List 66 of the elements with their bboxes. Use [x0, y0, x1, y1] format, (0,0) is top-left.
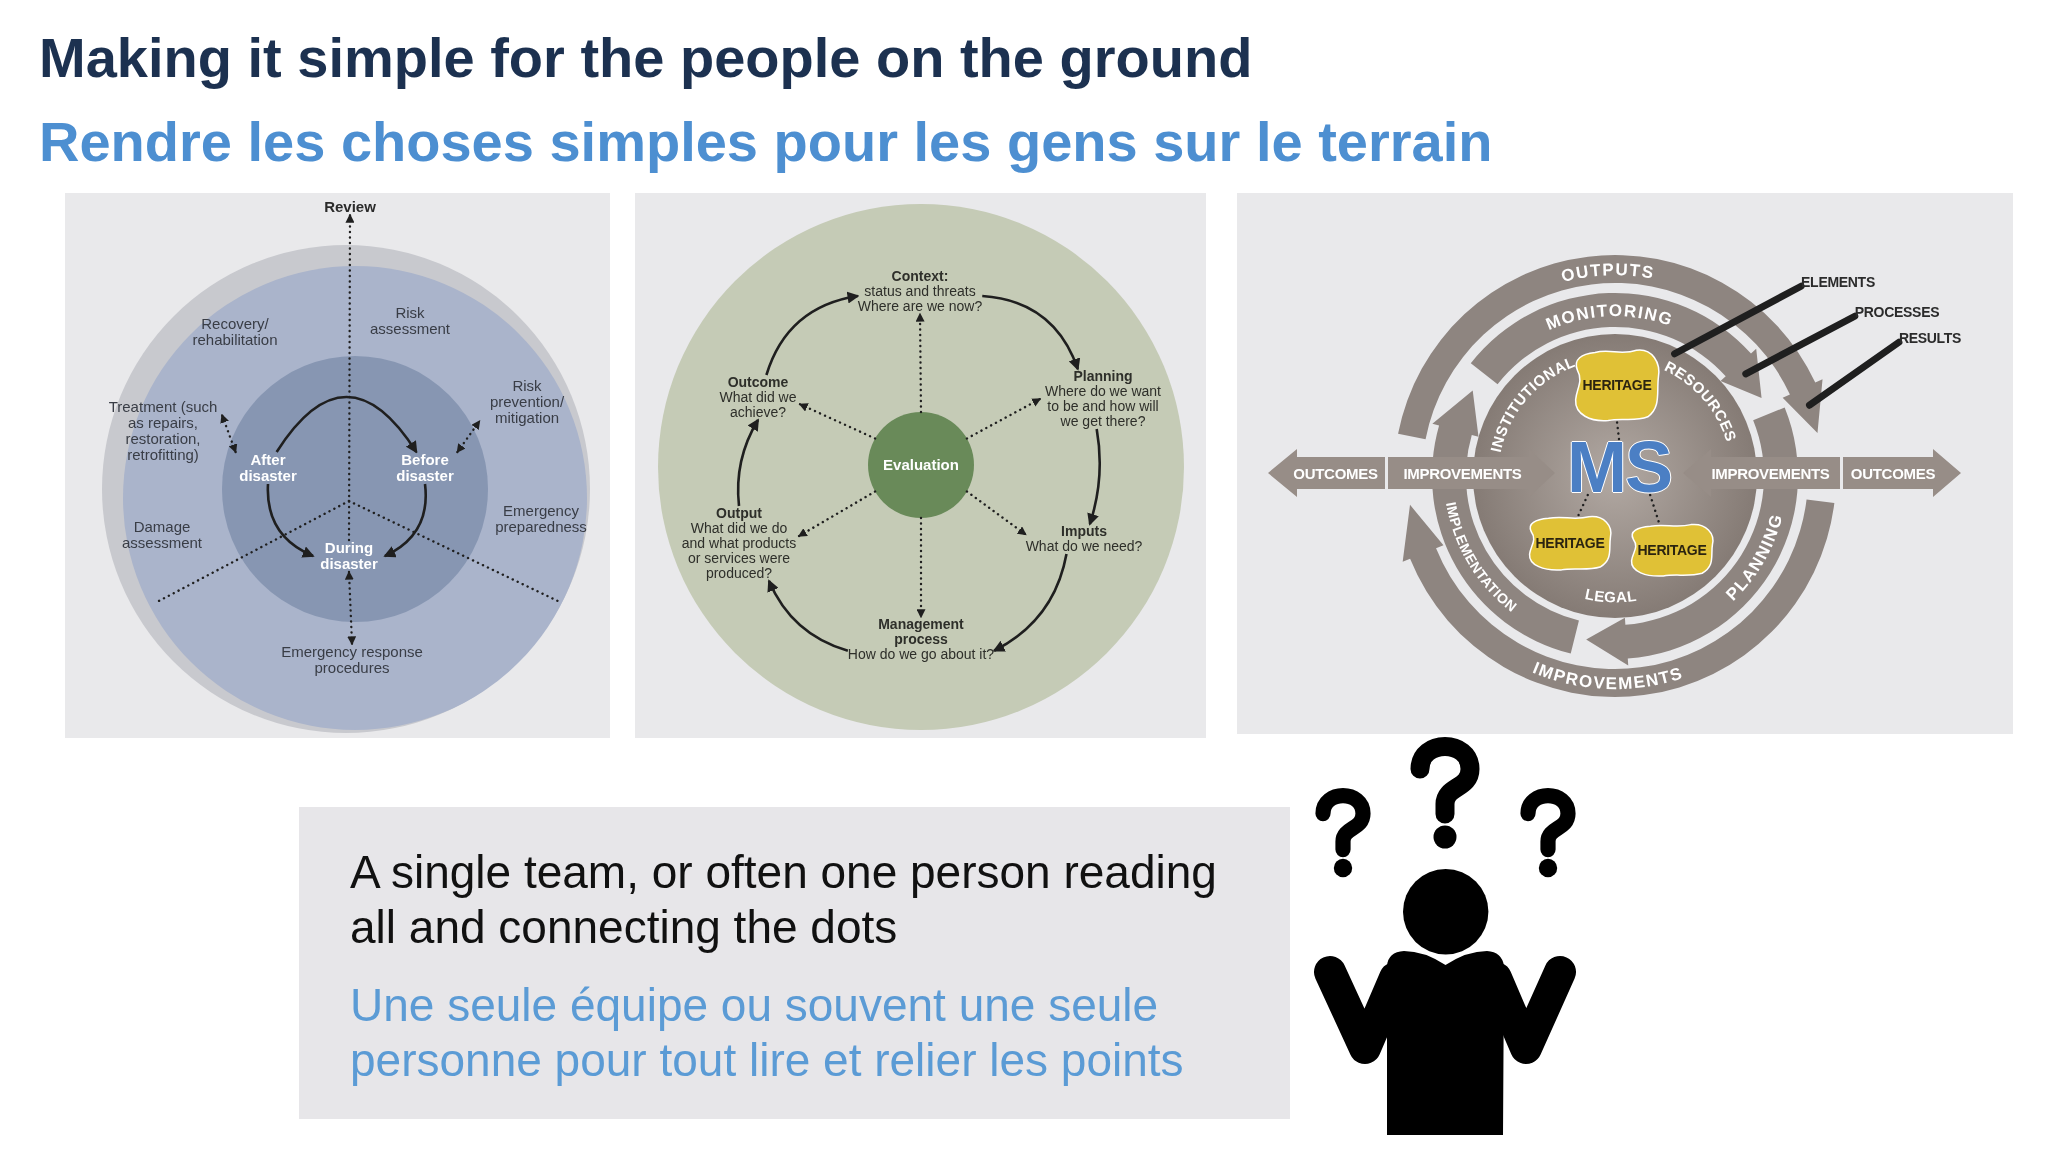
curved-arrow: [765, 292, 860, 376]
activity-label: Emergency preparedness: [493, 503, 589, 535]
arrow-label: OUTCOMES: [1293, 464, 1378, 482]
dotted-arrow: [916, 516, 926, 619]
hub-label: Evaluation: [883, 457, 959, 473]
dotted-arrow: [220, 413, 238, 454]
activity-label: Risk prevention/ mitigation: [479, 378, 575, 426]
callout-label: PROCESSES: [1854, 305, 1940, 320]
band-label: OUTPUTS: [1559, 260, 1657, 286]
statement-text: A single team, or often one person reading all and connecting the dots: [350, 845, 1218, 955]
band-label: IMPROVEMENTS: [1530, 658, 1686, 694]
heritage-label: HERITAGE: [1637, 542, 1707, 558]
activity-label: Risk assessment: [366, 305, 454, 337]
phase-label: Before disaster: [389, 452, 461, 484]
activity-label: Damage assessment: [117, 519, 207, 551]
step-question: How do we go about it?: [847, 647, 995, 662]
dotted-arrow: [965, 490, 1027, 536]
dotted-arrow: [345, 213, 355, 542]
phase-label: After disaster: [232, 452, 304, 484]
phase-label: During disaster: [313, 540, 385, 572]
dotted-arrow: [344, 570, 357, 646]
dotted-arrow: [915, 312, 925, 414]
step-heading: Context:: [891, 269, 949, 284]
callout-label: RESULTS: [1898, 331, 1962, 346]
step-question: Where do we want to be and how will we get there?: [1044, 384, 1162, 429]
step-subheading: status and threats: [864, 284, 976, 299]
heritage-label: HERITAGE: [1582, 377, 1652, 393]
band-label: MONITORING: [1543, 301, 1676, 334]
arrow-label: IMPROVEMENTS: [1403, 464, 1522, 482]
dotted-line: [1577, 493, 1589, 517]
arrow-label: IMPROVEMENTS: [1711, 464, 1830, 482]
heritage-label: HERITAGE: [1535, 535, 1605, 551]
step-question: Where are we now?: [857, 299, 983, 314]
review-label: Review: [324, 199, 376, 215]
dotted-line: [1649, 493, 1661, 525]
dotted-arrow: [456, 420, 481, 454]
dotted-arrow: [798, 403, 877, 440]
step-question: What did we do and what products or services were produced?: [680, 521, 798, 581]
step-question: What do we need?: [1025, 539, 1143, 554]
step-heading: Management process: [877, 617, 965, 647]
activity-label: Emergency response procedures: [278, 644, 426, 676]
step-question: What did we achieve?: [718, 390, 798, 420]
curved-arrow: [1087, 428, 1102, 526]
step-heading: Planning: [1073, 369, 1133, 384]
activity-label: Recovery/ rehabilitation: [188, 316, 282, 348]
curved-arrow: [982, 294, 1080, 371]
step-heading: Output: [716, 506, 762, 521]
dotted-arrow: [965, 397, 1042, 440]
step-heading: Imputs: [1061, 524, 1107, 539]
step-heading: Outcome: [727, 375, 789, 390]
activity-label: Treatment (such as repairs, restoration, retrofitting): [104, 399, 222, 463]
slide-subtitle: Rendre les choses simples pour les gens sur le terrain: [39, 110, 1493, 174]
curved-arrow: [275, 395, 418, 454]
dotted-arrow: [797, 490, 877, 538]
curved-arrow: [383, 483, 427, 558]
disc-label: LEGAL: [1583, 585, 1638, 606]
curved-arrow: [992, 553, 1068, 652]
curved-arrow: [736, 418, 760, 507]
arrow-label: OUTCOMES: [1850, 464, 1936, 482]
callout-label: ELEMENTS: [1801, 275, 1875, 290]
note-box: [299, 807, 1290, 1119]
translation-text: Une seule équipe ou souvent une seule personne pour tout lire et relier les points: [350, 978, 1185, 1088]
curved-arrow: [266, 483, 315, 558]
curved-arrow: [767, 579, 849, 652]
dotted-line: [1615, 420, 1621, 441]
slide-title: Making it simple for the people on the ground: [39, 26, 1253, 90]
